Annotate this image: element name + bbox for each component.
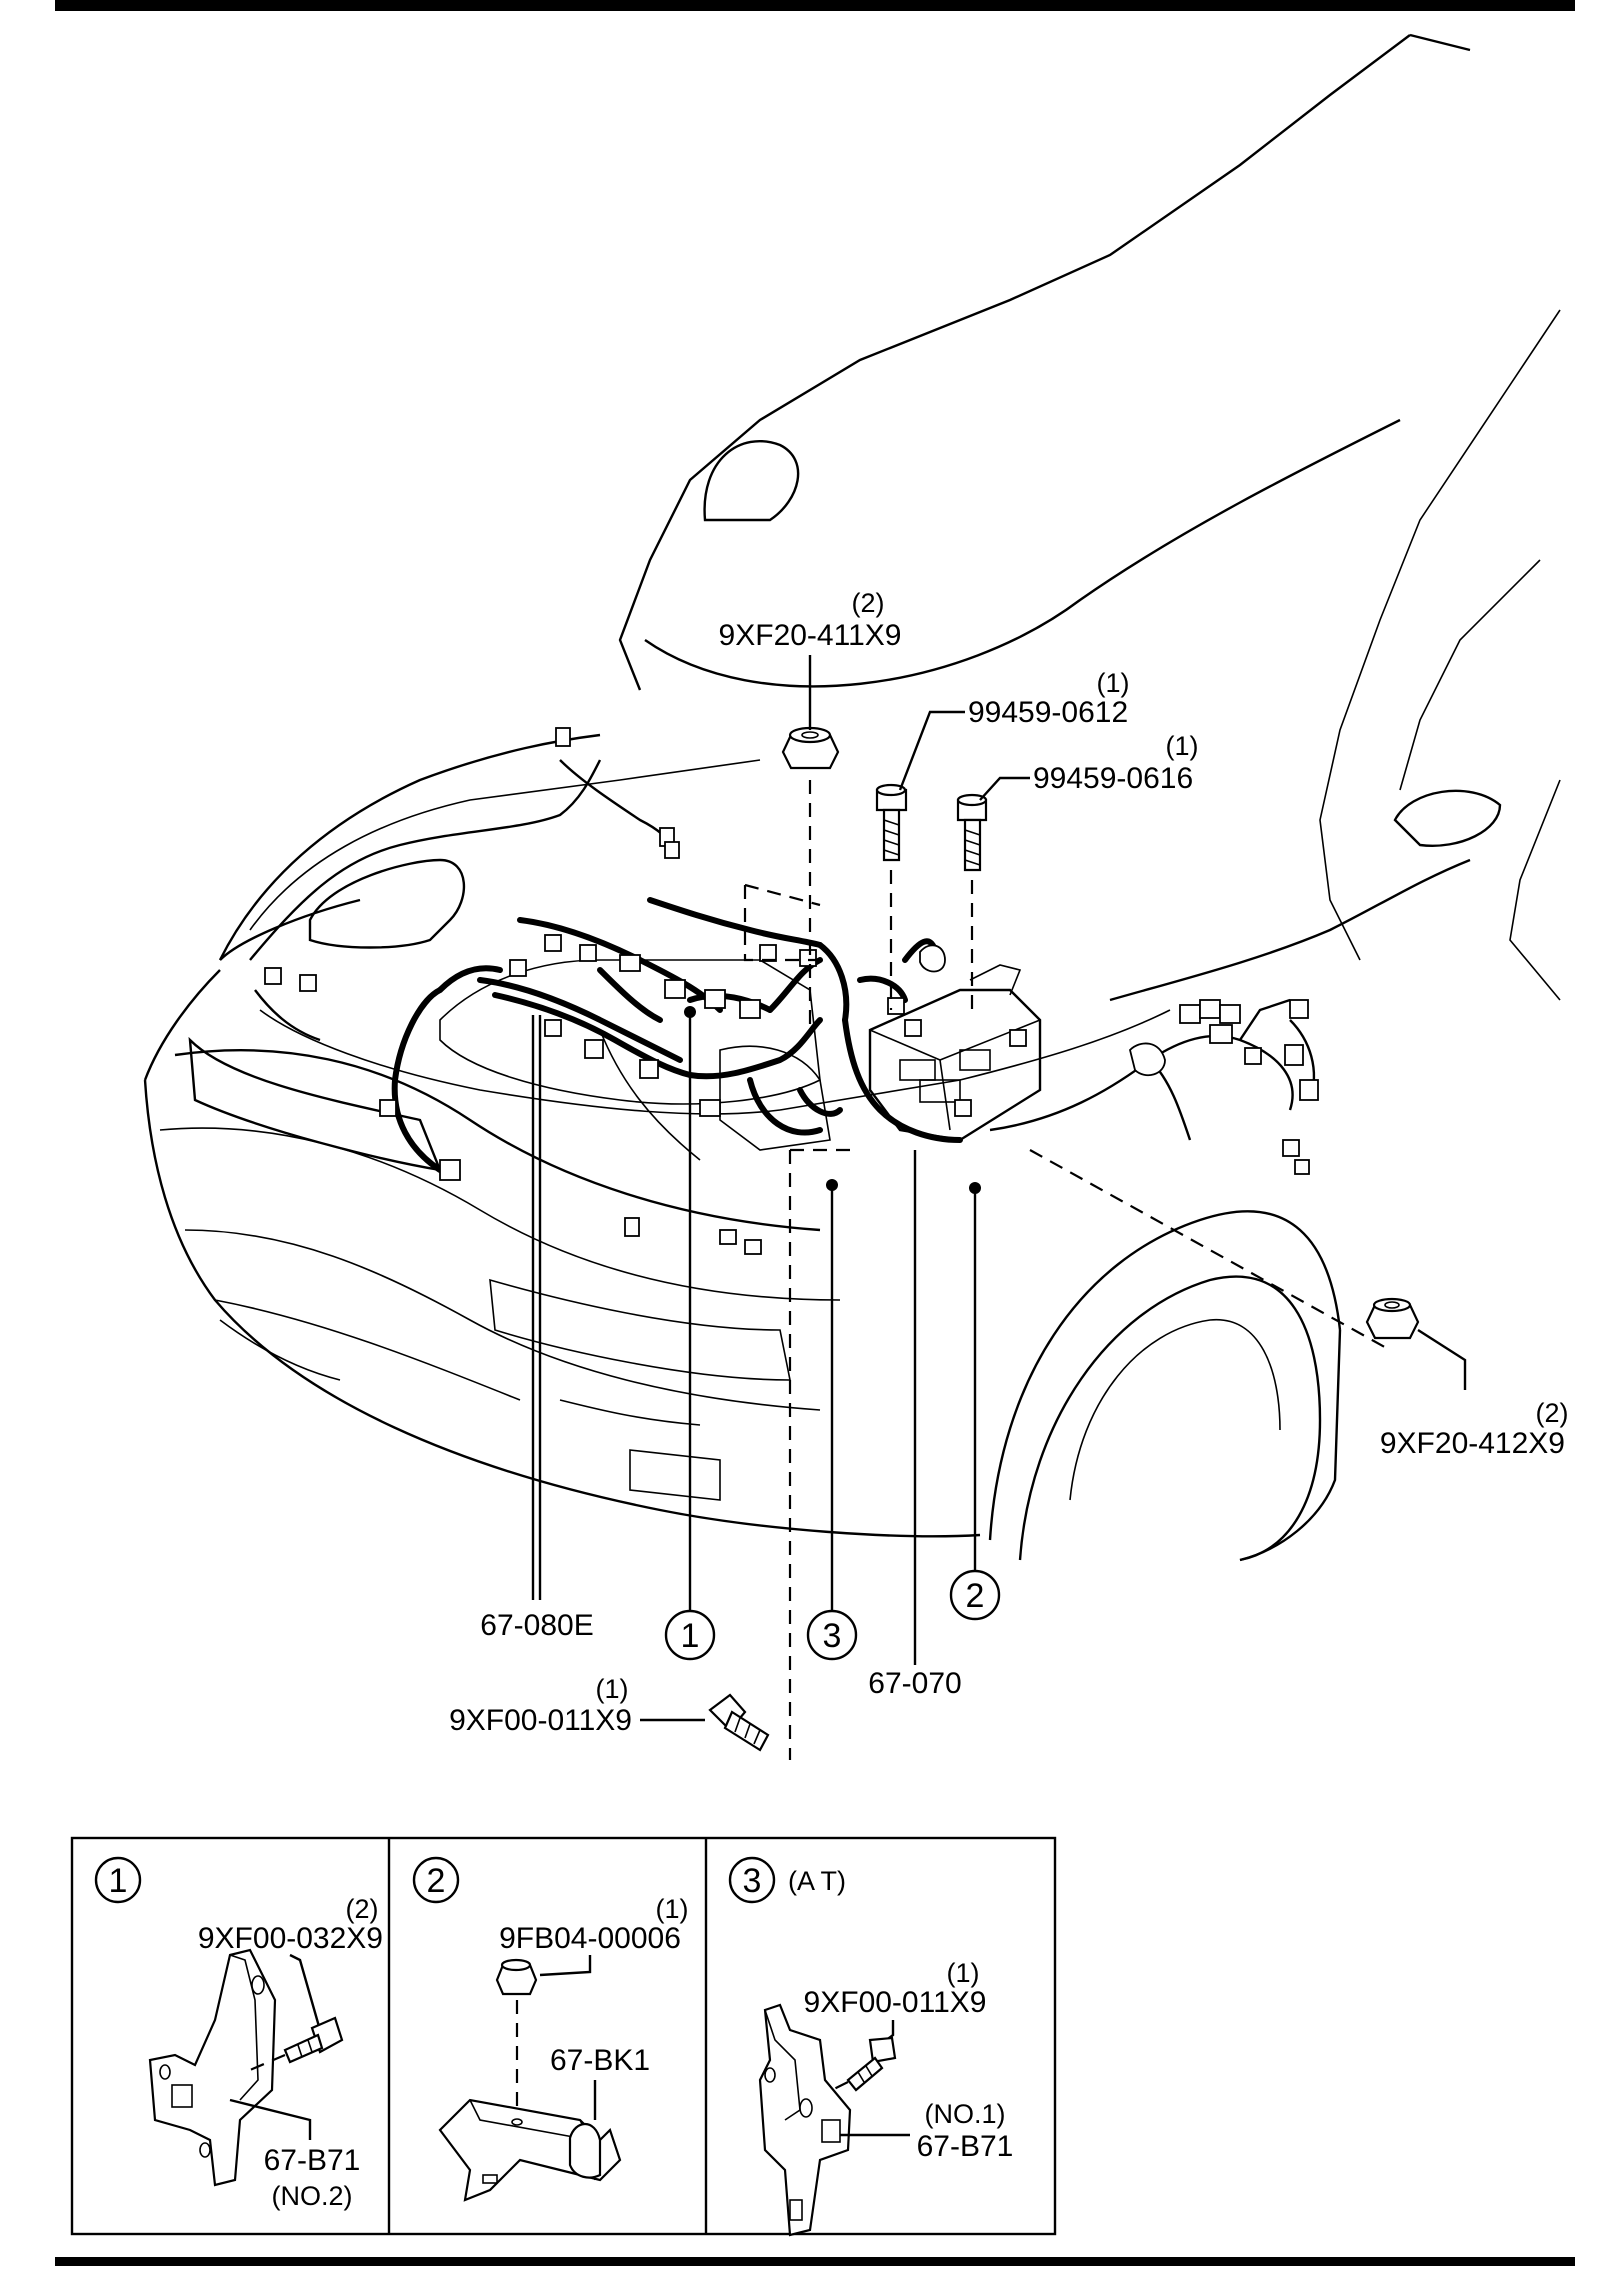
qty-label: (1): [656, 1894, 689, 1924]
part-number-label: 99459-0612: [968, 696, 1128, 729]
bracket-icon: [148, 1948, 277, 2187]
bracket-icon: [438, 2098, 622, 2202]
detail-panel-2: 2 (1) 9FB04-00006 67-BK1: [412, 1856, 689, 2202]
qty-label: (1): [1166, 731, 1199, 761]
part-number-label: 9FB04-00006: [499, 1922, 681, 1955]
callout-1: 1: [664, 1609, 716, 1661]
qty-label: (1): [947, 1958, 980, 1988]
part-number-label: 9XF20-412X9: [1380, 1427, 1565, 1460]
bracket-label: 67-BK1: [550, 2044, 650, 2077]
bracket-label: 67-B71: [264, 2144, 361, 2177]
battery-box: [868, 964, 1042, 1142]
harness-label: 67-080E: [480, 1609, 593, 1642]
harness-connectors: [264, 727, 1319, 1255]
detail-panels: [70, 1836, 1057, 2236]
detail-panel-1: 1 (2) 9XF00-032X9 67-B71 (NO.2): [94, 1856, 383, 2211]
svg-text:3: 3: [823, 1617, 842, 1655]
bracket-label: 67-B71: [917, 2130, 1014, 2163]
svg-text:2: 2: [966, 1577, 985, 1615]
main-labels: (2) 9XF20-411X9 (1) 99459-0612 (1) 99459…: [449, 588, 1568, 1737]
svg-text:1: 1: [681, 1617, 700, 1655]
detail-panel-3: 3 (A T) (1) 9XF00-011X9 (NO.1) 67-B71: [728, 1856, 1014, 2237]
car-body-outline: [143, 33, 1561, 1562]
leader-lines: [531, 655, 1467, 1722]
detail-callout: 3: [743, 1862, 762, 1900]
part-number-label: 9XF00-011X9: [449, 1704, 632, 1737]
bolt-icon: [956, 793, 988, 872]
main-harness-67-080E: [391, 897, 850, 1173]
bolt-icon: [846, 2036, 897, 2092]
part-number-label: 9XF00-032X9: [198, 1922, 383, 1955]
nut-icon: [781, 726, 840, 770]
bracket-note: (NO.1): [925, 2099, 1006, 2129]
bolt-icon: [708, 1693, 770, 1752]
callout-2: 2: [949, 1569, 1001, 1621]
bracket-icon: [758, 2003, 852, 2237]
part-number-label: 99459-0616: [1033, 762, 1193, 795]
bolt-icon: [283, 2016, 344, 2064]
detail-callout: 2: [427, 1862, 446, 1900]
callout-3: 3: [806, 1609, 858, 1661]
washer-reservoir: [308, 858, 465, 949]
qty-label: (2): [346, 1894, 379, 1924]
part-number-label: 9XF20-411X9: [719, 619, 902, 652]
bottom-rule: [55, 2257, 1575, 2266]
harness-label: 67-070: [868, 1667, 961, 1700]
nut-icon: [495, 1958, 538, 1996]
qty-label: (1): [1097, 668, 1130, 698]
assembly-dashed-lines: [743, 780, 1391, 1760]
bolt-icon: [875, 783, 908, 862]
at-label: (A T): [788, 1866, 846, 1896]
detail-callout: 1: [109, 1862, 128, 1900]
bracket-note: (NO.2): [272, 2181, 353, 2211]
qty-label: (2): [1536, 1398, 1569, 1428]
part-number-label: 9XF00-011X9: [804, 1986, 987, 2019]
top-rule: [55, 0, 1575, 11]
nut-icon: [1365, 1297, 1420, 1340]
qty-label: (1): [596, 1674, 629, 1704]
qty-label: (2): [852, 588, 885, 618]
